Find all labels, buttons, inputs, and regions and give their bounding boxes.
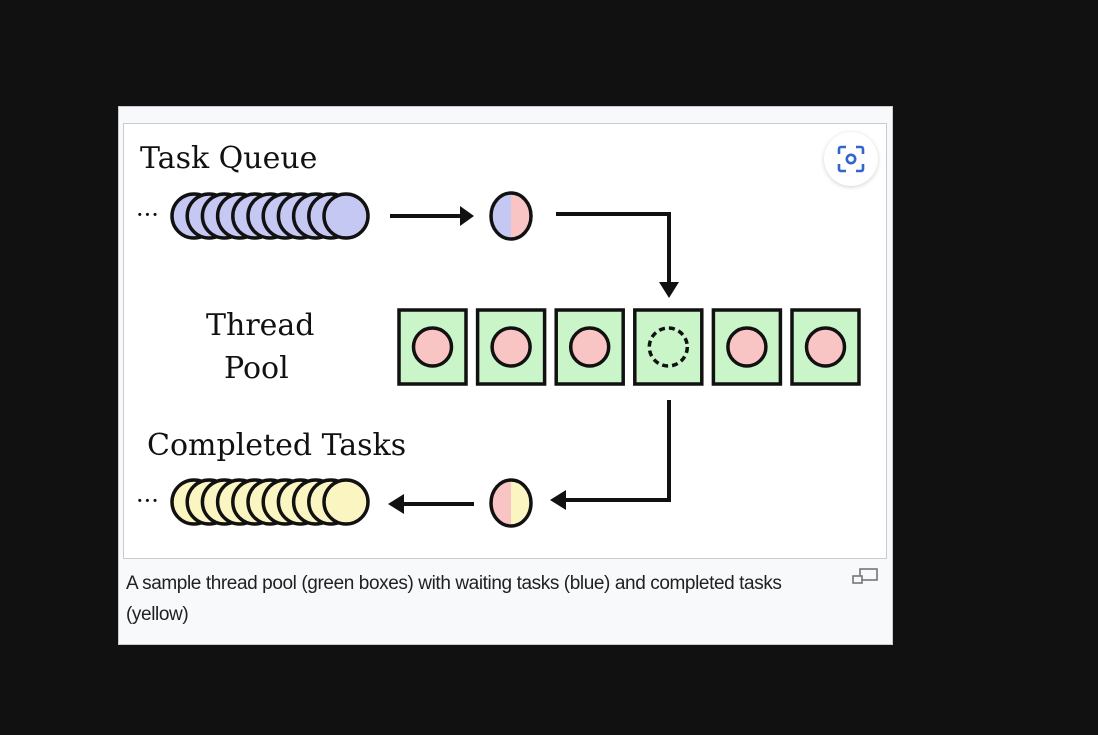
thread-box [633,308,704,386]
dispatch-arrowhead [659,282,679,298]
thread-pool-image[interactable]: Task Queue Thread Pool Completed Tasks ·… [123,123,887,559]
running-task [411,326,454,368]
dispatch-to-thread-arrow [556,212,671,284]
thread-box [397,308,468,386]
queue-ellipsis: ··· [136,201,159,229]
thumbnail-figure: Task Queue Thread Pool Completed Tasks ·… [118,106,893,645]
running-task [568,326,611,368]
image-caption: A sample thread pool (green boxes) with … [126,573,782,625]
queue-arrowhead [460,206,474,226]
waiting-task [322,192,370,240]
thread-pool-diagram: Task Queue Thread Pool Completed Tasks ·… [136,141,861,528]
running-task [726,326,768,368]
thread-box [790,308,861,386]
completed-tasks-label: Completed Tasks [147,428,406,463]
completed-task [322,478,370,526]
thread-pool-label-line1: Thread [206,308,315,343]
idle-thread-slot [647,326,690,368]
completed-task-stack [170,478,370,526]
thread-pool-label-line2: Pool [224,351,289,386]
visual-search-icon [837,145,865,173]
running-task [490,326,532,368]
finished-task [489,478,533,528]
dispatching-task [489,191,533,241]
thread-pool [397,308,861,386]
return-arrowhead [550,490,566,510]
task-queue-label: Task Queue [140,141,317,176]
running-task [804,326,847,368]
thread-to-task-arrow [564,400,671,502]
completed-ellipsis: ··· [136,487,159,515]
enlarge-icon[interactable] [851,567,879,587]
thread-box [711,308,783,386]
waiting-task-stack [170,192,370,240]
completed-arrowhead [388,494,404,514]
visual-search-button[interactable] [824,132,878,186]
